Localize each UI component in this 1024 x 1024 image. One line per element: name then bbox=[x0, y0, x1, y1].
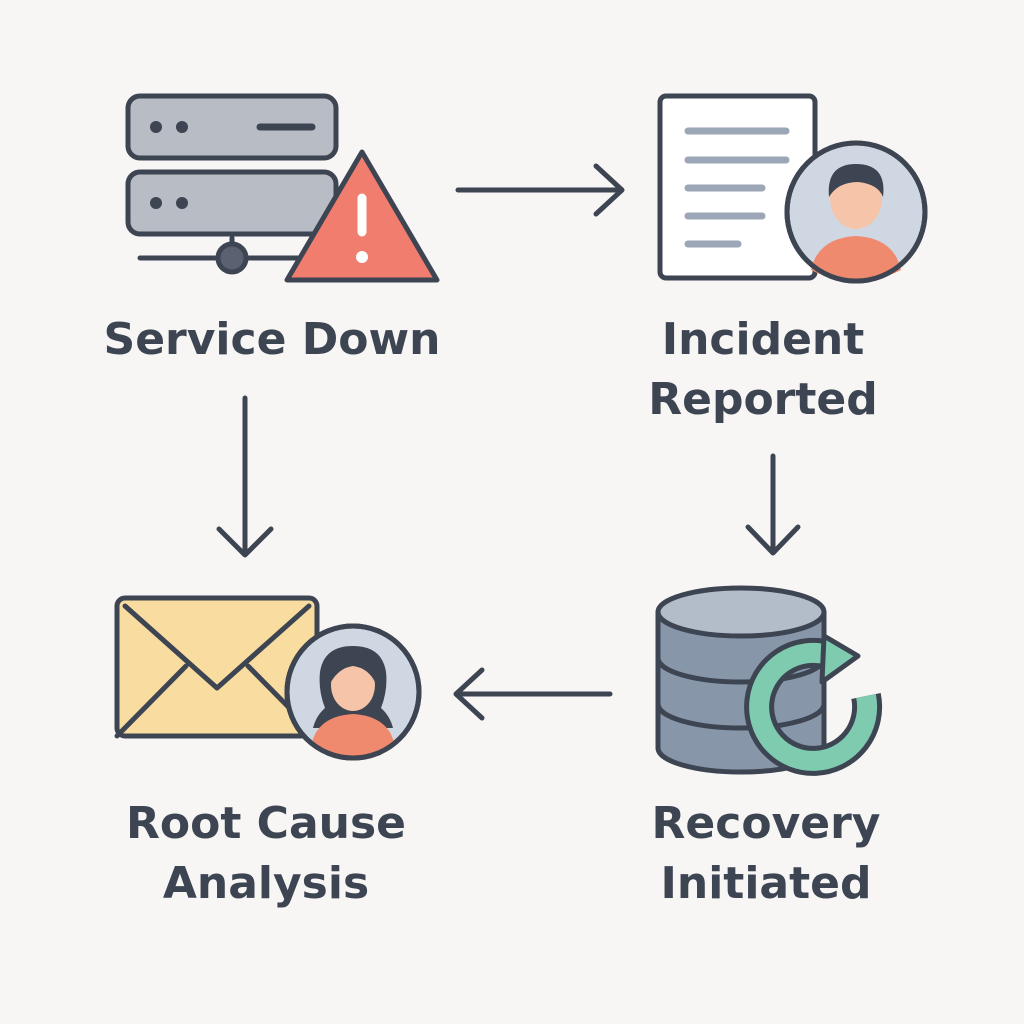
label-line: Root Cause bbox=[125, 798, 407, 849]
refresh-arc-icon bbox=[749, 642, 878, 771]
envelope-user-icon bbox=[114, 595, 422, 761]
arrow-incident-to-recovery bbox=[745, 453, 801, 556]
arrow-service-to-root-cause bbox=[216, 395, 274, 558]
label-service-down: Service Down bbox=[92, 310, 452, 370]
user-avatar-outline bbox=[284, 623, 422, 761]
warning-exclamation-dot bbox=[356, 251, 368, 263]
database-top bbox=[655, 585, 827, 639]
server-led bbox=[176, 197, 188, 209]
label-line: Reported bbox=[648, 374, 878, 425]
label-line: Initiated bbox=[660, 858, 872, 909]
label-root-cause-analysis: Root Cause Analysis bbox=[86, 794, 446, 914]
label-line: Analysis bbox=[162, 858, 370, 909]
arrow-service-to-incident bbox=[455, 163, 625, 217]
server-led bbox=[150, 121, 162, 133]
label-incident-reported: Incident Reported bbox=[583, 310, 943, 430]
label-recovery-initiated: Recovery Initiated bbox=[586, 794, 946, 914]
database-ring bbox=[655, 701, 827, 731]
database-refresh-icon bbox=[655, 585, 883, 776]
label-line: Recovery bbox=[651, 798, 881, 849]
label-line: Incident bbox=[661, 314, 865, 365]
envelope-body bbox=[114, 595, 320, 739]
document-user-icon bbox=[657, 93, 928, 284]
refresh-arrowhead-icon bbox=[819, 633, 861, 685]
user-avatar-outline bbox=[784, 140, 928, 284]
server-network-node bbox=[215, 241, 249, 275]
label-line: Service Down bbox=[103, 314, 441, 365]
envelope-flap bbox=[122, 603, 312, 691]
server-led bbox=[176, 121, 188, 133]
server-led bbox=[150, 197, 162, 209]
server-warning-icon bbox=[125, 93, 440, 283]
user-female-icon bbox=[311, 646, 395, 758]
user-male-icon bbox=[811, 164, 901, 281]
envelope-fold bbox=[114, 663, 189, 739]
database-ring bbox=[655, 655, 827, 685]
document-text-lines bbox=[684, 127, 790, 248]
server-unit-top bbox=[125, 93, 339, 161]
arrow-recovery-to-root-cause bbox=[453, 667, 613, 721]
